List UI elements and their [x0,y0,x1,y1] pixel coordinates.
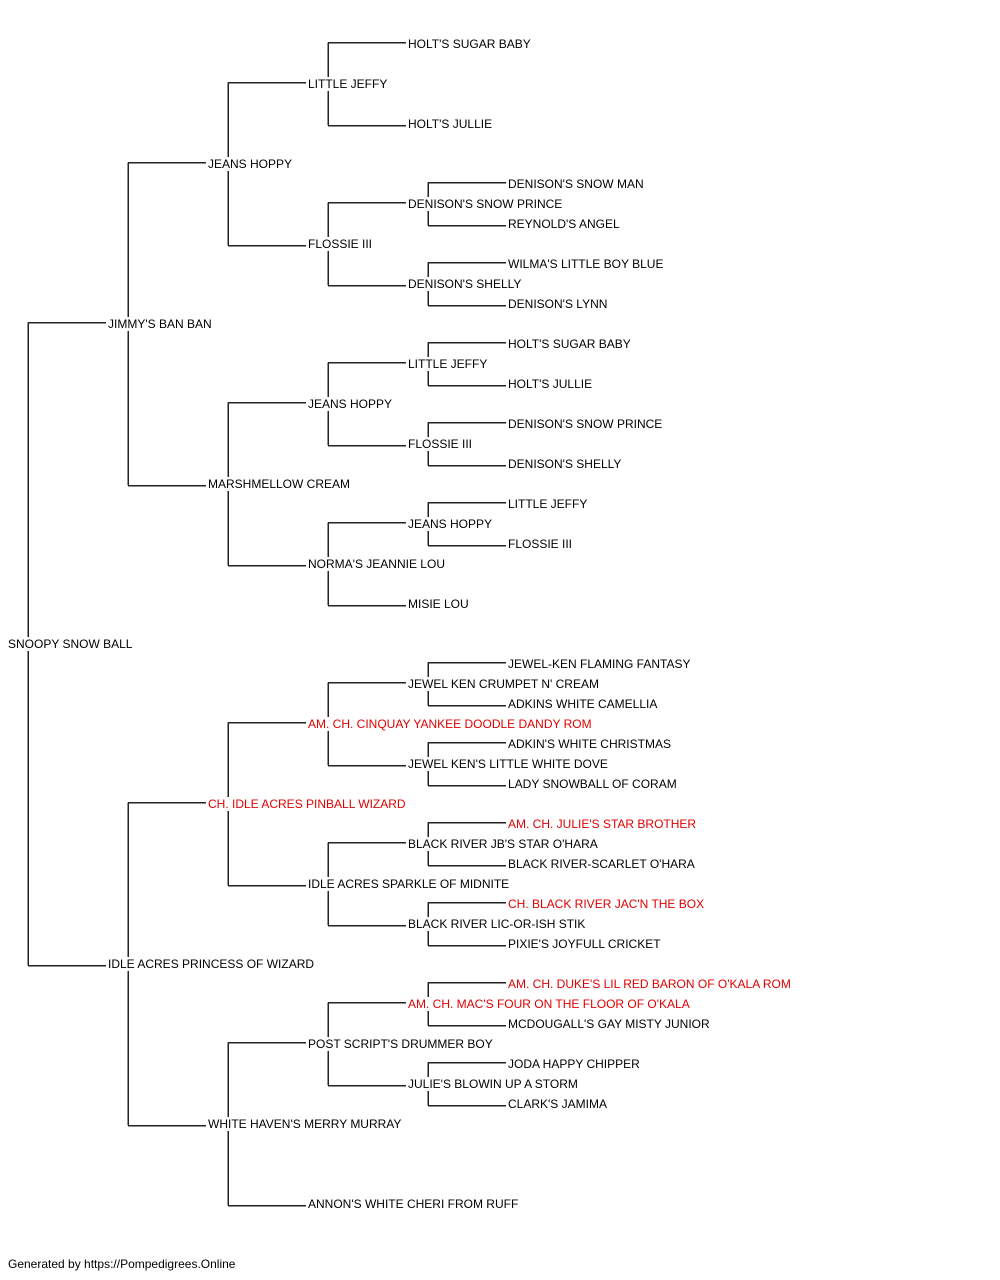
dog-name-gen3-idle-acres-sparkle-of-midnite: IDLE ACRES SPARKLE OF MIDNITE [308,877,510,891]
dog-name-gen5-clark-s-jamima: CLARK'S JAMIMA [508,1097,607,1111]
dog-name-gen3-annon-s-white-cheri-from-ruff: ANNON'S WHITE CHERI FROM RUFF [308,1197,519,1211]
dog-name-gen5-denison-s-snow-prince: DENISON'S SNOW PRINCE [508,417,663,431]
dog-name-gen2-white-haven-s-merry-murray: WHITE HAVEN'S MERRY MURRAY [208,1117,402,1131]
dog-name-gen5-denison-s-shelly: DENISON'S SHELLY [508,457,622,471]
dog-name-gen5-denison-s-lynn: DENISON'S LYNN [508,297,608,311]
dog-name-gen4-jewel-ken-crumpet-n-cream: JEWEL KEN CRUMPET N' CREAM [408,677,599,691]
dog-name-gen3-jeans-hoppy: JEANS HOPPY [308,397,393,411]
dog-name-gen4-jeans-hoppy: JEANS HOPPY [408,517,493,531]
dog-name-gen2-ch-idle-acres-pinball-wizard: CH. IDLE ACRES PINBALL WIZARD [208,797,406,811]
dog-name-gen4-holt-s-sugar-baby: HOLT'S SUGAR BABY [408,37,531,51]
dog-name-gen3-flossie-iii: FLOSSIE III [308,237,373,251]
dog-name-gen4-am-ch-mac-s-four-on-the-floor-of-o-kala: AM. CH. MAC'S FOUR ON THE FLOOR OF O'KAL… [408,997,690,1011]
dog-name-gen5-mcdougall-s-gay-misty-junior: MCDOUGALL'S GAY MISTY JUNIOR [508,1017,710,1031]
dog-name-gen3-little-jeffy: LITTLE JEFFY [308,77,388,91]
dog-name-gen3-post-script-s-drummer-boy: POST SCRIPT'S DRUMMER BOY [308,1037,493,1051]
dog-name-gen3-am-ch-cinquay-yankee-doodle-dandy-rom: AM. CH. CINQUAY YANKEE DOODLE DANDY ROM [308,717,592,731]
dog-name-gen4-denison-s-snow-prince: DENISON'S SNOW PRINCE [408,197,563,211]
dog-name-gen4-black-river-jb-s-star-o-hara: BLACK RIVER JB'S STAR O'HARA [408,837,598,851]
dog-name-gen4-julie-s-blowin-up-a-storm: JULIE'S BLOWIN UP A STORM [408,1077,578,1091]
dog-name-gen4-black-river-lic-or-ish-stik: BLACK RIVER LIC-OR-ISH STIK [408,917,586,931]
dog-name-gen5-lady-snowball-of-coram: LADY SNOWBALL OF CORAM [508,777,677,791]
dog-name-gen5-holt-s-sugar-baby: HOLT'S SUGAR BABY [508,337,631,351]
dog-name-gen4-flossie-iii: FLOSSIE III [408,437,473,451]
dog-name-gen0-snoopy-snow-ball: SNOOPY SNOW BALL [8,637,133,651]
dog-name-gen5-flossie-iii: FLOSSIE III [508,537,573,551]
dog-name-gen5-wilma-s-little-boy-blue: WILMA'S LITTLE BOY BLUE [508,257,664,271]
dog-name-gen2-marshmellow-cream: MARSHMELLOW CREAM [208,477,351,491]
dog-name-gen5-joda-happy-chipper: JODA HAPPY CHIPPER [508,1057,640,1071]
dog-name-gen4-denison-s-shelly: DENISON'S SHELLY [408,277,522,291]
dog-name-gen5-adkin-s-white-christmas: ADKIN'S WHITE CHRISTMAS [508,737,671,751]
dog-name-gen4-misie-lou: MISIE LOU [408,597,469,611]
dog-name-gen2-jeans-hoppy: JEANS HOPPY [208,157,293,171]
dog-name-gen1-jimmy-s-ban-ban: JIMMY'S BAN BAN [108,317,212,331]
dog-name-gen4-jewel-ken-s-little-white-dove: JEWEL KEN'S LITTLE WHITE DOVE [408,757,608,771]
dog-name-gen5-adkins-white-camellia: ADKINS WHITE CAMELLIA [508,697,658,711]
dog-name-gen1-idle-acres-princess-of-wizard: IDLE ACRES PRINCESS OF WIZARD [108,957,315,971]
dog-name-gen5-little-jeffy: LITTLE JEFFY [508,497,588,511]
dog-name-gen5-am-ch-duke-s-lil-red-baron-of-o-kala-rom: AM. CH. DUKE'S LIL RED BARON OF O'KALA R… [508,977,791,991]
dog-name-gen5-holt-s-jullie: HOLT'S JULLIE [508,377,593,391]
dog-name-gen4-holt-s-jullie: HOLT'S JULLIE [408,117,493,131]
dog-name-gen3-norma-s-jeannie-lou: NORMA'S JEANNIE LOU [308,557,445,571]
footer-credit: Generated by https://Pompedigrees.Online [8,1257,236,1271]
dog-name-gen5-denison-s-snow-man: DENISON'S SNOW MAN [508,177,644,191]
dog-name-gen5-am-ch-julie-s-star-brother: AM. CH. JULIE'S STAR BROTHER [508,817,697,831]
dog-name-gen5-ch-black-river-jac-n-the-box: CH. BLACK RIVER JAC'N THE BOX [508,897,705,911]
dog-name-gen5-black-river-scarlet-o-hara: BLACK RIVER-SCARLET O'HARA [508,857,695,871]
dog-name-gen5-pixie-s-joyfull-cricket: PIXIE'S JOYFULL CRICKET [508,937,661,951]
dog-name-gen5-reynold-s-angel: REYNOLD'S ANGEL [508,217,620,231]
dog-name-gen4-little-jeffy: LITTLE JEFFY [408,357,488,371]
dog-name-gen5-jewel-ken-flaming-fantasy: JEWEL-KEN FLAMING FANTASY [508,657,691,671]
